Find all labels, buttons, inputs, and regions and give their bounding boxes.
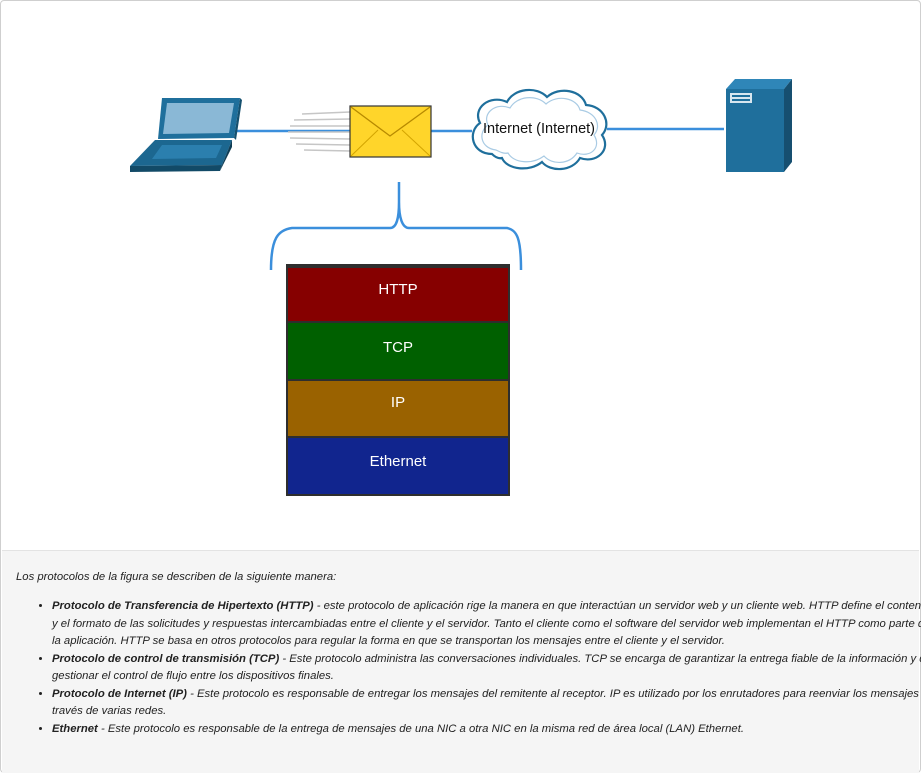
layer-tcp-label: TCP [383,339,413,356]
list-item-http: Protocolo de Transferencia de Hipertexto… [52,598,921,651]
layer-tcp: TCP [288,323,508,379]
layer-ip: IP [288,381,508,436]
layer-http-label: HTTP [378,281,418,298]
network-diagram: Internet (Internet) [130,79,792,271]
cloud-label: Internet (Internet) [483,121,595,137]
term-ethernet: Ethernet [52,722,98,735]
desc-ethernet: - Este protocolo es responsable de la en… [97,722,744,735]
desc-ip: - Este protocolo es responsable de entre… [52,687,921,718]
bracket-brace [269,182,523,271]
list-item-ethernet: Ethernet - Este protocolo es responsable… [52,721,921,739]
internet-cloud-icon [471,88,608,171]
layer-ethernet-label: Ethernet [369,453,427,470]
list-item-ip: Protocolo de Internet (IP) - Este protoc… [52,686,921,721]
term-ip: Protocolo de Internet (IP) [52,687,187,700]
list-item-tcp: Protocolo de control de transmisión (TCP… [52,651,921,686]
figure-caption: Los protocolos de la figura se describen… [2,550,921,773]
motion-streaks [288,111,351,152]
term-http: Protocolo de Transferencia de Hipertexto… [52,600,314,612]
layer-http: HTTP [288,268,508,321]
protocol-stack: HTTP TCP IP Ethernet [286,264,510,496]
server-icon [726,79,792,172]
layer-ip-label: IP [390,394,406,411]
desc-http: - este protocolo de aplicación rige la m… [52,600,921,647]
term-tcp: Protocolo de control de transmisión (TCP… [52,652,280,665]
laptop-icon [130,98,242,172]
protocol-figure: Internet (Internet) HTTP TCP IP [2,2,919,550]
protocol-list: Protocolo de Transferencia de Hipertexto… [16,598,921,738]
envelope-icon [349,105,432,158]
caption-intro: Los protocolos de la figura se describen… [16,571,337,583]
desc-tcp: - Este protocolo administra las conversa… [52,652,921,683]
layer-ethernet: Ethernet [288,438,508,494]
